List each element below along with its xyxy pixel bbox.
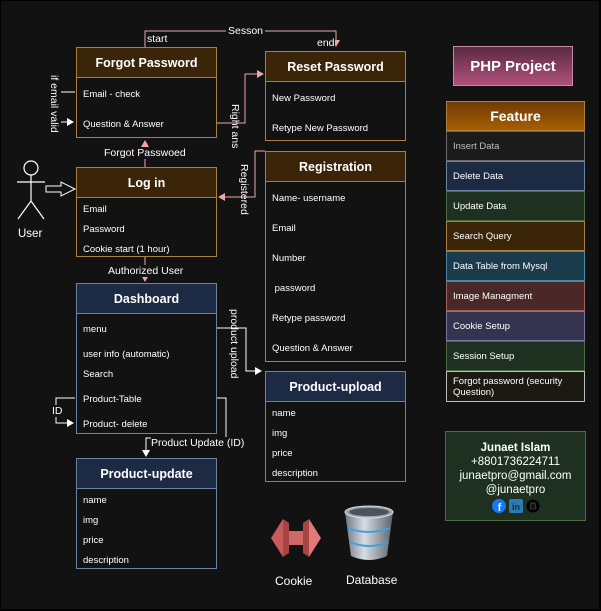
upload-row: img [272, 428, 288, 439]
project-title: PHP Project [453, 46, 573, 86]
login-title: Log in [77, 168, 216, 198]
feature-item: Search Query [446, 221, 585, 251]
product-upload-box: Product-upload name img price descriptio… [265, 371, 406, 482]
update-row: img [83, 515, 99, 526]
login-box: Log in Email Password Cookie start (1 ho… [76, 167, 217, 257]
label-forgot-passwoed: Forgot Passwoed [104, 147, 186, 159]
registration-row: Retype password [272, 313, 346, 324]
reset-password-title: Reset Password [266, 52, 405, 82]
registration-row: password [272, 283, 316, 294]
login-row-email: Email [83, 204, 107, 215]
forgot-row-email-check: Email - check [83, 89, 141, 100]
dashboard-row: Search [83, 369, 114, 380]
cookie-icon [271, 519, 321, 557]
upload-row: description [272, 468, 318, 479]
user-to-login-arrow [45, 181, 77, 197]
forgot-row-question-answer: Question & Answer [83, 119, 164, 130]
facebook-icon[interactable]: f [491, 499, 506, 513]
contact-phone: +8801736224711 [470, 456, 560, 468]
github-icon[interactable] [526, 499, 540, 513]
user-label: User [18, 228, 43, 240]
label-product-update-id: Product Update (ID) [151, 437, 245, 449]
linkedin-icon[interactable]: in [508, 499, 523, 513]
social-icons: f in [446, 499, 585, 513]
dashboard-box: Dashboard menu user info (automatic) Sea… [76, 283, 217, 434]
dashboard-row: Product- delete [83, 419, 148, 430]
feature-item: Session Setup [446, 341, 585, 371]
svg-text:f: f [497, 502, 501, 513]
feature-item: Insert Data [446, 131, 585, 161]
login-row-password: Password [83, 224, 125, 235]
label-id: ID [52, 405, 63, 417]
svg-text:in: in [512, 502, 520, 512]
label-registered: Registered [238, 164, 250, 215]
label-end: end [317, 37, 335, 49]
dashboard-row: menu [83, 324, 107, 335]
upload-row: name [272, 408, 296, 419]
registration-box: Registration Name- username Email Number… [265, 151, 406, 362]
login-row-cookie: Cookie start (1 hour) [83, 244, 170, 255]
update-row: name [83, 495, 107, 506]
label-right-ans: Right ans [229, 104, 241, 149]
label-start: start [147, 33, 168, 45]
reset-row-new-password: New Password [272, 93, 336, 104]
user-actor-icon [17, 160, 45, 220]
feature-title: Feature [446, 101, 585, 131]
label-authorized-user: Authorized User [108, 265, 184, 277]
registration-row: Question & Answer [272, 343, 353, 354]
label-session: Sesson [226, 25, 266, 37]
product-update-title: Product-update [77, 459, 216, 489]
registration-title: Registration [266, 152, 405, 182]
feature-item: Update Data [446, 191, 585, 221]
dashboard-row: Product-Table [83, 394, 142, 405]
update-row: description [83, 555, 129, 566]
contact-card: Junaet Islam +8801736224711 junaetpro@gm… [445, 431, 586, 521]
forgot-password-box: Forgot Password Email - check Question &… [76, 47, 217, 138]
dashboard-title: Dashboard [77, 284, 216, 314]
label-if-email-valid: if email valid [48, 75, 60, 133]
feature-item: Delete Data [446, 161, 585, 191]
feature-item: Image Managment [446, 281, 585, 311]
contact-handle: @junaetpro [485, 484, 546, 496]
forgot-password-title: Forgot Password [77, 48, 216, 78]
right-ans-connector [216, 70, 264, 124]
feature-item: Data Table from Mysql [446, 251, 585, 281]
product-upload-title: Product-upload [266, 372, 405, 402]
contact-name: Junaet Islam [480, 442, 551, 454]
registration-row: Email [272, 223, 296, 234]
dashboard-row: user info (automatic) [83, 349, 170, 360]
upload-row: price [272, 448, 293, 459]
feature-item: Cookie Setup [446, 311, 585, 341]
product-update-box: Product-update name img price descriptio… [76, 458, 217, 569]
registration-row: Number [272, 253, 306, 264]
product-upload-connector [216, 327, 262, 375]
reset-row-retype-password: Retype New Password [272, 123, 369, 134]
feature-item: Forgot password (security Question) [446, 371, 585, 402]
registration-row: Name- username [272, 193, 346, 204]
contact-email: junaetpro@gmail.com [459, 470, 572, 482]
registered-connector [218, 150, 265, 201]
cookie-label: Cookie [275, 574, 313, 588]
label-product-upload: product upload [228, 309, 240, 379]
update-row: price [83, 535, 104, 546]
database-label: Database [346, 573, 398, 587]
reset-password-box: Reset Password New Password Retype New P… [265, 51, 406, 141]
database-icon [344, 505, 394, 560]
